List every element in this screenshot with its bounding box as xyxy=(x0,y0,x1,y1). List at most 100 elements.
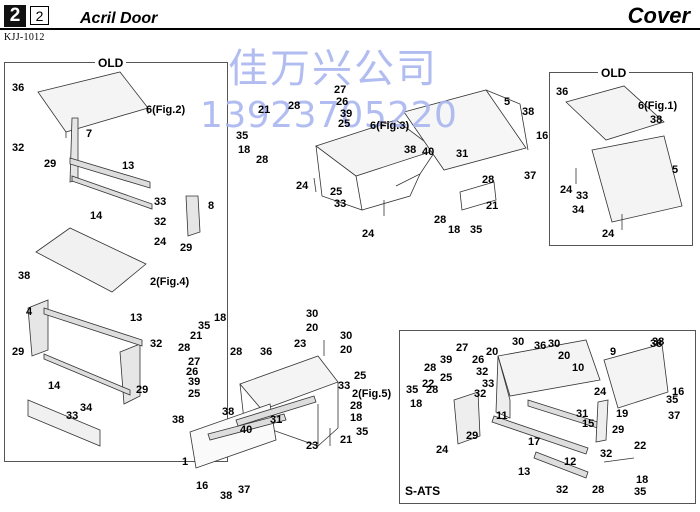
part-callout: 35 xyxy=(356,426,369,438)
part-callout: 18 xyxy=(350,412,363,424)
part-callout: 16 xyxy=(196,480,209,492)
part-callout: 4 xyxy=(26,306,33,318)
old-left-title: OLD xyxy=(95,56,127,70)
part-callout: 38 xyxy=(18,270,31,282)
part-callout: 21 xyxy=(486,200,499,212)
part-callout: 34 xyxy=(80,402,93,414)
part-callout: 25 xyxy=(338,118,351,130)
part-callout: 20 xyxy=(486,346,499,358)
part-callout: 39 xyxy=(440,354,453,366)
part-callout: 2(Fig.5) xyxy=(352,388,392,400)
part-callout: 16 xyxy=(536,130,549,142)
part-callout: 40 xyxy=(422,146,435,158)
part-callout: 19 xyxy=(616,408,629,420)
part-callout: 9 xyxy=(610,346,617,358)
part-callout: 38 xyxy=(652,336,665,348)
part-callout: 11 xyxy=(496,410,508,422)
part-callout: 18 xyxy=(636,474,649,486)
part-callout: 30 xyxy=(512,336,525,348)
part-callout: 21 xyxy=(340,434,353,446)
header-rule xyxy=(0,28,700,30)
part-callout: 24 xyxy=(602,228,615,240)
part-callout: 22 xyxy=(634,440,647,452)
watermark-company: 佳万兴公司 xyxy=(228,46,438,92)
part-callout: 32 xyxy=(600,448,613,460)
part-callout: 30 xyxy=(548,338,561,350)
part-callout: 38 xyxy=(522,106,535,118)
part-callout: 39 xyxy=(340,108,353,120)
part-callout: 36 xyxy=(534,340,547,352)
part-callout: 28 xyxy=(350,400,363,412)
part-callout: 38 xyxy=(220,490,233,502)
part-callout: 28 xyxy=(434,214,447,226)
part-callout: 28 xyxy=(426,384,439,396)
part-callout: 27 xyxy=(188,356,201,368)
part-callout: 30 xyxy=(340,330,353,342)
part-callout: 28 xyxy=(288,100,301,112)
part-callout: 24 xyxy=(436,444,449,456)
part-callout: 24 xyxy=(560,184,573,196)
part-callout: 6(Fig.2) xyxy=(146,104,186,116)
part-callout: 29 xyxy=(136,384,149,396)
part-callout: 30 xyxy=(306,308,319,320)
part-callout: 6(Fig.3) xyxy=(370,120,410,132)
part-callout: 2(Fig.4) xyxy=(150,276,190,288)
section-title: Cover xyxy=(627,3,690,28)
s-ats-box xyxy=(399,330,696,504)
part-callout: 20 xyxy=(340,344,353,356)
part-callout: 35 xyxy=(470,224,483,236)
model-code: KJJ-1012 xyxy=(4,32,45,43)
part-callout: 16 xyxy=(672,386,685,398)
part-callout: 33 xyxy=(338,380,351,392)
part-callout: 13 xyxy=(122,160,135,172)
part-callout: 36 xyxy=(12,82,25,94)
part-callout: 32 xyxy=(474,388,487,400)
part-callout: 26 xyxy=(186,366,199,378)
part-callout: 20 xyxy=(558,350,571,362)
part-callout: 22 xyxy=(422,378,435,390)
page-number: 2 xyxy=(4,5,26,27)
part-callout: 25 xyxy=(188,388,201,400)
part-callout: 24 xyxy=(594,386,607,398)
part-callout: 27 xyxy=(456,342,469,354)
part-callout: 37 xyxy=(668,410,681,422)
part-callout: 20 xyxy=(306,322,319,334)
part-callout: 37 xyxy=(238,484,251,496)
part-callout: 33 xyxy=(66,410,79,422)
part-callout: 25 xyxy=(440,372,453,384)
part-callout: 29 xyxy=(612,424,625,436)
part-callout: 38 xyxy=(222,406,235,418)
part-callout: 31 xyxy=(456,148,469,160)
part-callout: 10 xyxy=(572,362,585,374)
part-callout: 15 xyxy=(582,418,595,430)
part-callout: 25 xyxy=(354,370,367,382)
part-callout: 18 xyxy=(448,224,461,236)
part-callout: 28 xyxy=(256,154,269,166)
part-callout: 24 xyxy=(362,228,375,240)
part-callout: 21 xyxy=(190,330,203,342)
part-callout: 38 xyxy=(650,338,663,350)
part-callout: 18 xyxy=(214,312,227,324)
part-callout: 23 xyxy=(294,338,307,350)
part-callout: 7 xyxy=(86,128,93,140)
old-right-title: OLD xyxy=(598,66,630,80)
part-callout: 28 xyxy=(424,362,437,374)
part-callout: 8 xyxy=(208,200,215,212)
part-callout: 1 xyxy=(182,456,189,468)
sub-page-number: 2 xyxy=(30,6,49,25)
part-callout: 14 xyxy=(90,210,103,222)
part-callout: 23 xyxy=(306,440,319,452)
part-callout: 35 xyxy=(634,486,647,498)
part-callout: 34 xyxy=(572,204,585,216)
part-callout: 18 xyxy=(238,144,251,156)
part-callout: 28 xyxy=(482,174,495,186)
part-callout: 17 xyxy=(528,436,541,448)
part-callout: 25 xyxy=(330,186,343,198)
page-title: Acril Door xyxy=(80,10,158,27)
part-callout: 37 xyxy=(524,170,537,182)
part-callout: 31 xyxy=(576,408,589,420)
part-callout: 28 xyxy=(230,346,243,358)
part-callout: 32 xyxy=(556,484,569,496)
part-callout: 36 xyxy=(556,86,569,98)
